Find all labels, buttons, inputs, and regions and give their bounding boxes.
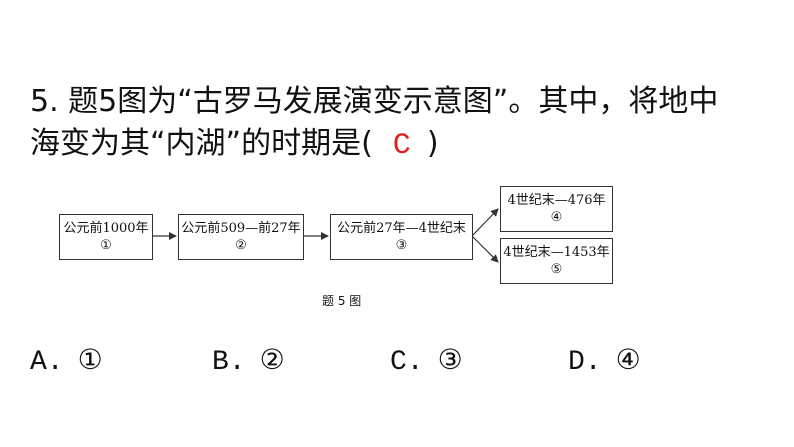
period-number: ⑤ [550,262,563,277]
option-value: ④ [615,343,641,376]
option-value: ③ [437,343,463,376]
period-label: 4世纪末—1453年 [503,245,610,260]
option-d[interactable]: D. ④ [568,340,641,383]
period-box-3: 公元前27年—4世纪末 ③ [330,214,473,260]
period-number: ① [100,238,112,253]
option-value: ① [77,343,103,376]
arrow-3-4 [471,208,499,237]
option-value: ② [259,343,285,376]
question-line-1: 5. 题5图为“古罗马发展演变示意图”。其中，将地中 [30,84,719,119]
question-text: 海变为其“内湖”的时期是( [30,126,373,161]
closing-paren: ) [426,126,439,161]
option-letter: C. [390,347,424,378]
period-number: ④ [550,210,563,225]
arrow-3-5 [471,235,499,263]
option-c[interactable]: C. ③ [390,340,463,383]
period-box-5: 4世纪末—1453年 ⑤ [500,238,613,284]
period-box-2: 公元前509—前27年 ② [178,214,304,260]
option-a[interactable]: A. ① [30,340,103,383]
period-box-1: 公元前1000年 ① [59,214,153,260]
option-letter: B. [212,347,246,378]
period-label: 公元前27年—4世纪末 [337,221,466,236]
question-line-2: 海变为其“内湖”的时期是( C) [30,124,439,166]
option-letter: A. [30,347,64,378]
period-number: ③ [395,238,408,253]
period-label: 公元前1000年 [63,221,149,236]
period-label: 4世纪末—476年 [507,193,606,208]
period-number: ② [235,238,247,253]
figure-caption: 题 5 图 [322,294,362,308]
answer-mark: C [392,129,411,163]
period-label: 公元前509—前27年 [181,221,301,236]
option-letter: D. [568,347,602,378]
period-box-4: 4世纪末—476年 ④ [500,186,613,232]
option-b[interactable]: B. ② [212,340,285,383]
